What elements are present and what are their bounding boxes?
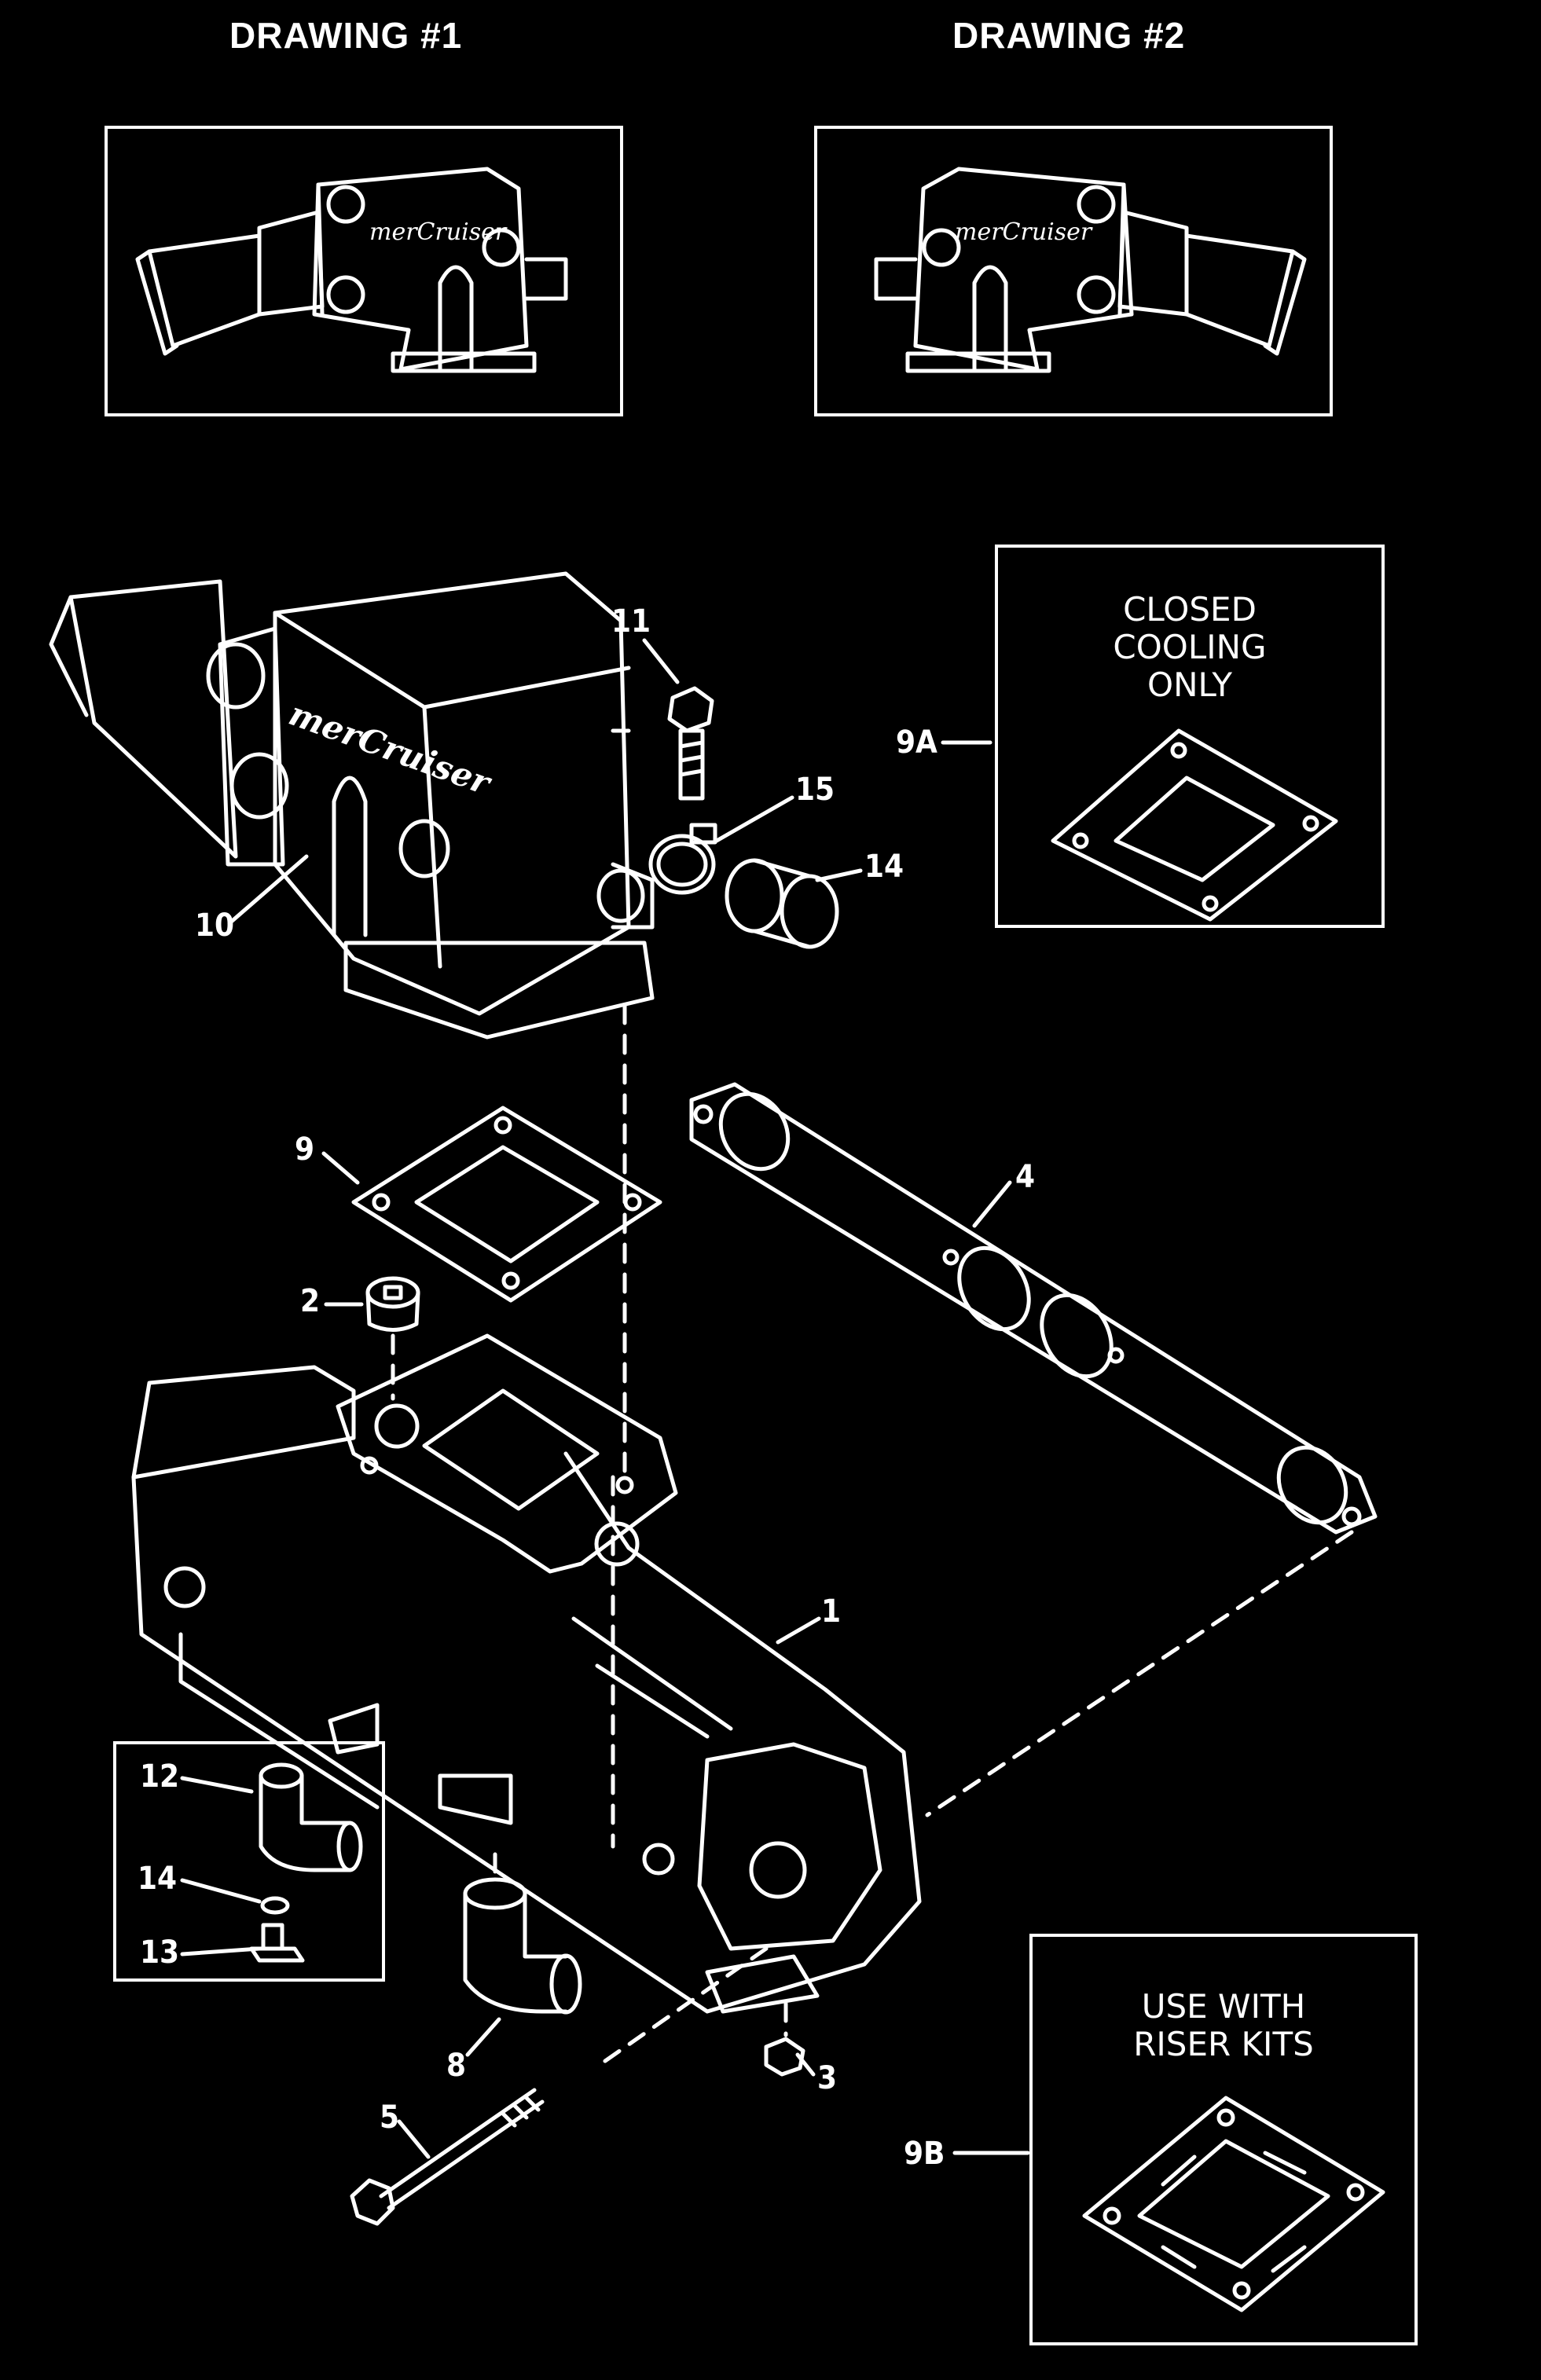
callout-14: 14 <box>864 849 904 885</box>
callout-15: 15 <box>795 772 835 808</box>
nut-part-3 <box>764 2037 805 2077</box>
drawing-1-elbow: merCruiser <box>135 167 568 373</box>
callout-14-inset: 14 <box>138 1861 178 1897</box>
callout-8: 8 <box>446 2048 467 2084</box>
gasket-9a <box>1051 728 1338 922</box>
use-with-text: USE WITH <box>1141 1987 1306 2026</box>
gasket-part-9 <box>351 1106 662 1303</box>
elbow-fitting-part-8 <box>463 1877 582 2015</box>
logo-text-2: merCruiser <box>955 218 1093 246</box>
fitting-inset-box <box>113 1741 385 1982</box>
elbow-logo-text: merCruiser <box>284 694 497 803</box>
plug-part-2 <box>365 1276 420 1332</box>
gasket-9b <box>1082 2096 1385 2312</box>
callout-9: 9 <box>295 1131 315 1168</box>
long-bolt-part-5 <box>350 2088 545 2226</box>
callout-11: 11 <box>611 603 651 640</box>
riser-kits-label: USE WITH RISER KITS <box>1029 1988 1418 2063</box>
drawing-1-title: DRAWING #1 <box>229 15 463 56</box>
riser-kits-text: RISER KITS <box>1133 2025 1314 2063</box>
callout-13: 13 <box>140 1934 180 1971</box>
dashed-alignment-lines <box>391 1003 1354 2069</box>
leader-lines <box>180 638 1030 2159</box>
callout-2: 2 <box>300 1283 321 1319</box>
drawing-2-box <box>814 126 1333 416</box>
drawing-2-elbow: merCruiser <box>874 167 1307 373</box>
gasket-part-4 <box>689 1082 1378 1535</box>
callout-3: 3 <box>817 2060 838 2096</box>
hose-clamp-part-15 <box>648 823 717 895</box>
exhaust-manifold-part-1 <box>131 1333 922 2014</box>
logo-text-1: merCruiser <box>369 218 508 246</box>
riser-kits-box <box>1029 1934 1418 2345</box>
callout-4: 4 <box>1015 1159 1036 1195</box>
drawing-2-title: DRAWING #2 <box>952 15 1186 56</box>
inset-fittings <box>249 1762 363 1963</box>
closed-cooling-label: CLOSED COOLING ONLY <box>995 591 1385 704</box>
only-text: ONLY <box>1147 666 1232 704</box>
callout-1: 1 <box>821 1593 842 1630</box>
callout-5: 5 <box>380 2099 400 2136</box>
callout-10: 10 <box>195 908 235 944</box>
exhaust-elbow-part-10: merCruiser <box>49 571 655 1040</box>
bolt-part-11 <box>667 686 714 801</box>
cooling-text: COOLING <box>1113 628 1267 666</box>
closed-text: CLOSED <box>1123 590 1257 629</box>
hose-part-14 <box>725 858 839 949</box>
callout-12: 12 <box>140 1758 180 1795</box>
callout-9b: 9B <box>904 2136 945 2172</box>
callout-9a: 9A <box>896 724 937 761</box>
closed-cooling-box <box>995 545 1385 928</box>
drawing-1-box <box>105 126 623 416</box>
